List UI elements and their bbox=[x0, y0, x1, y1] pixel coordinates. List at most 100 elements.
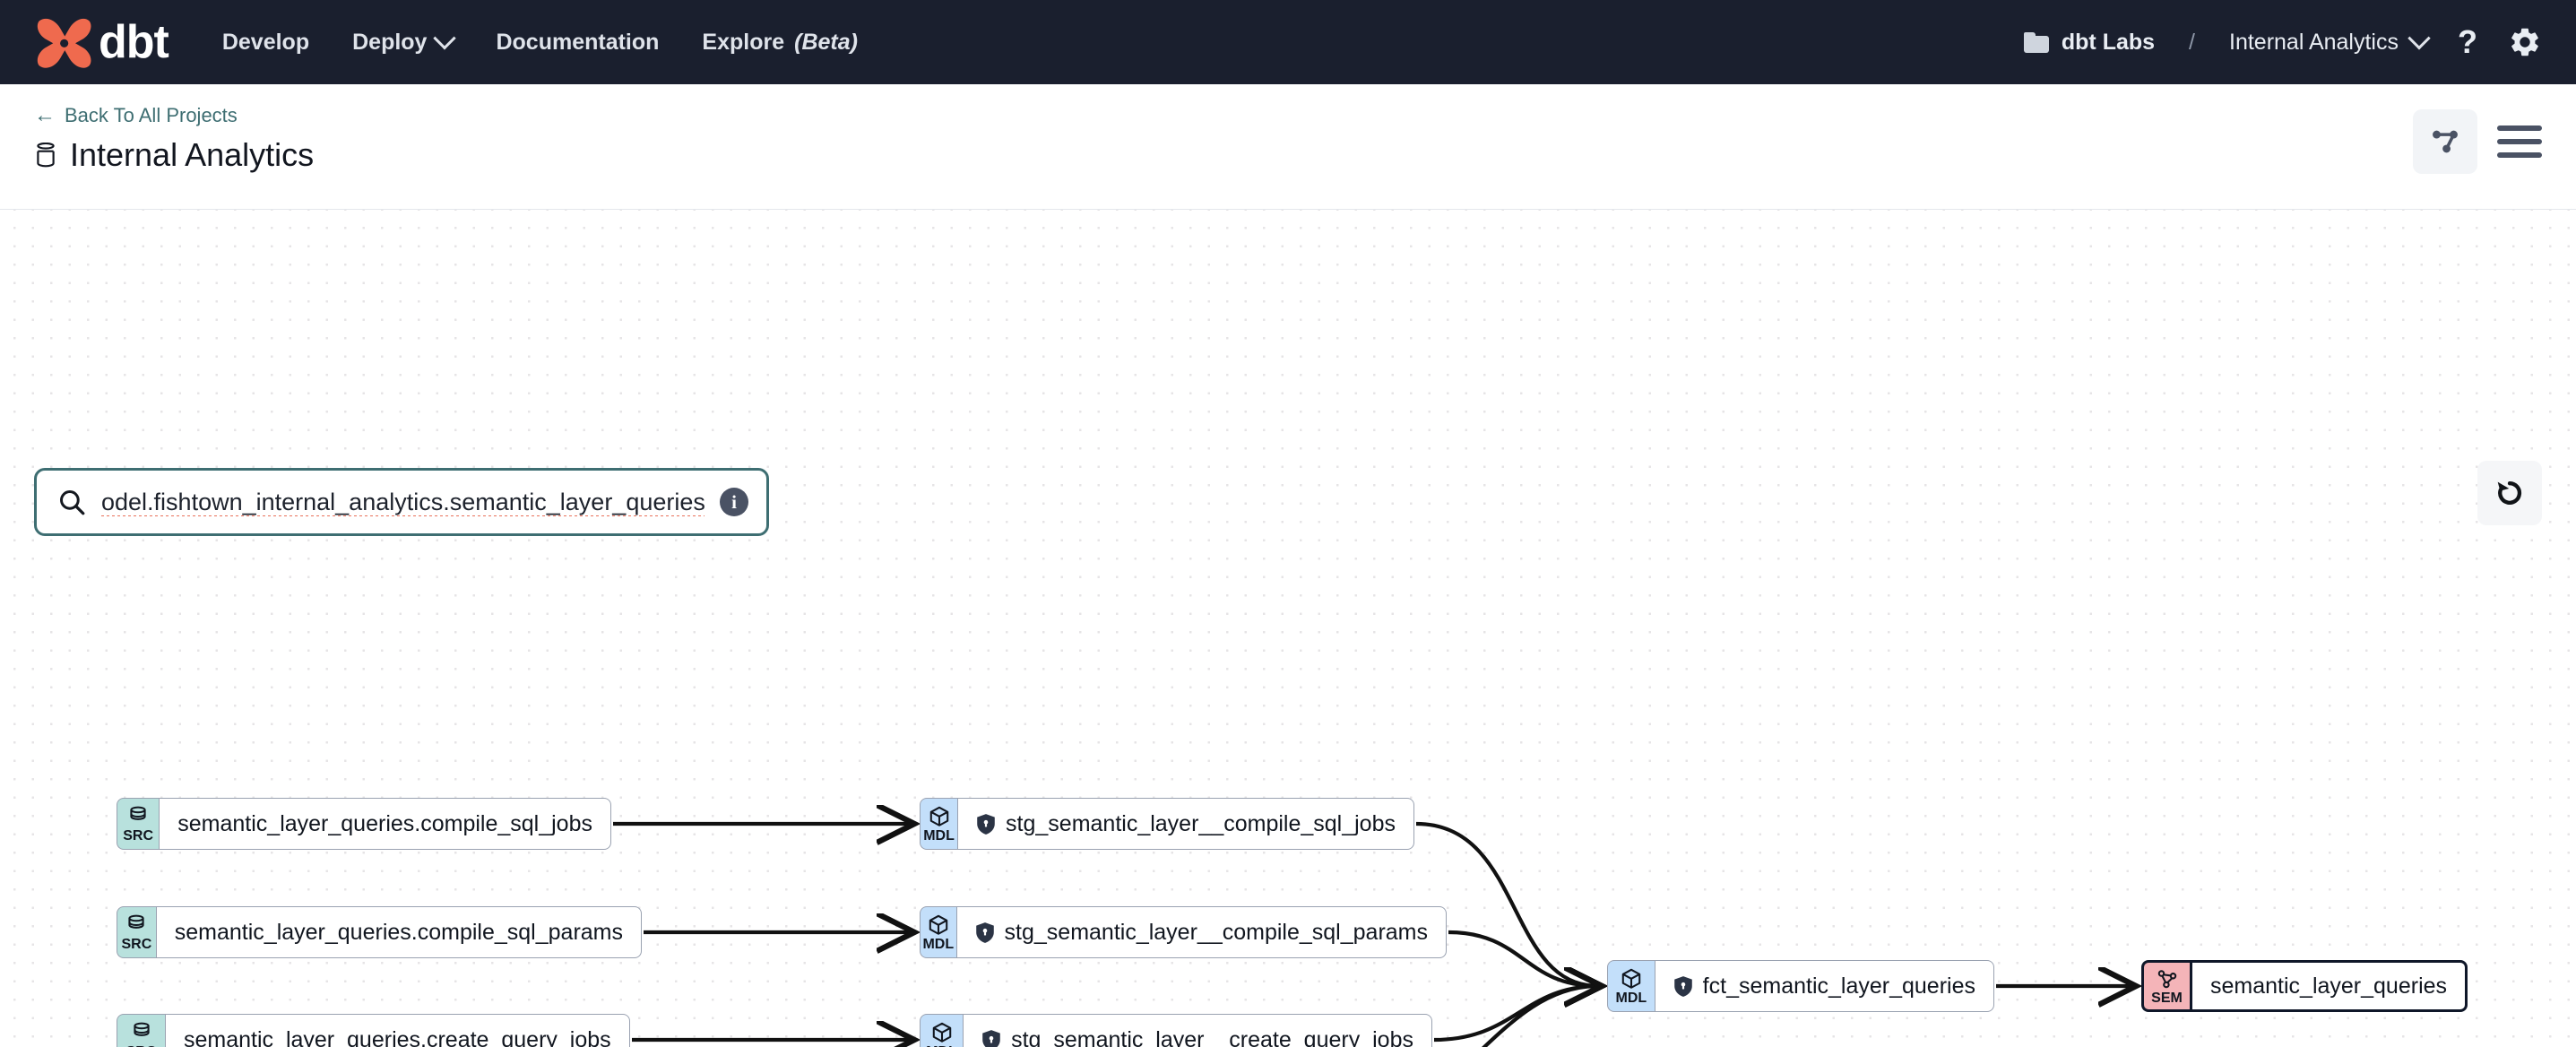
semantic-model-icon bbox=[2157, 969, 2176, 988]
node-type-label: MDL bbox=[922, 936, 955, 952]
org-name-label: dbt Labs bbox=[2061, 29, 2156, 55]
shield-lock-icon bbox=[975, 922, 994, 943]
nav-item-explore[interactable]: Explore (Beta) bbox=[702, 30, 858, 56]
project-selector[interactable]: Internal Analytics bbox=[2229, 27, 2431, 56]
nav-label-deploy: Deploy bbox=[352, 29, 428, 55]
settings-button[interactable] bbox=[2508, 25, 2542, 59]
help-button[interactable]: ? bbox=[2458, 26, 2477, 58]
node-type-badge-mdl: MDL bbox=[920, 798, 958, 850]
menu-bar-3 bbox=[2497, 152, 2542, 158]
info-icon[interactable]: i bbox=[720, 488, 748, 516]
node-type-badge-mdl: MDL bbox=[920, 1014, 964, 1047]
node-type-badge-mdl: MDL bbox=[1607, 960, 1655, 1012]
node-type-label: SRC bbox=[123, 827, 154, 844]
search-box[interactable]: odel.fishtown_internal_analytics.semanti… bbox=[34, 468, 769, 536]
nav-label-documentation: Documentation bbox=[496, 29, 660, 55]
arrow-left-icon: ← bbox=[34, 103, 56, 127]
chevron-down-icon bbox=[433, 27, 457, 50]
node-type-badge-sem: SEM bbox=[2141, 960, 2190, 1012]
node-label: semantic_layer_queries.compile_sql_param… bbox=[174, 919, 623, 945]
primary-nav: Develop Deploy Documentation Explore (Be… bbox=[222, 27, 858, 56]
search-icon bbox=[60, 490, 85, 515]
edge-mdl3-fct1 bbox=[1433, 986, 1598, 1043]
project-header-left: ← Back To All Projects Internal Analytic… bbox=[34, 104, 314, 174]
node-type-label: SRC bbox=[126, 1044, 157, 1047]
question-mark-icon: ? bbox=[2458, 23, 2477, 60]
menu-bar-2 bbox=[2497, 139, 2542, 144]
project-header-actions bbox=[2413, 104, 2542, 174]
node-body: semantic_layer_queries.compile_sql_jobs bbox=[159, 798, 611, 850]
gear-icon bbox=[2511, 28, 2538, 56]
page-title: Internal Analytics bbox=[70, 136, 315, 173]
back-to-all-projects-link[interactable]: ← Back To All Projects bbox=[34, 104, 314, 127]
lineage-view-button[interactable] bbox=[2413, 109, 2477, 174]
node-body: semantic_layer_queries.compile_sql_param… bbox=[155, 906, 642, 958]
node-label: semantic_layer_queries bbox=[2210, 973, 2448, 999]
node-label: stg_semantic_layer__compile_sql_params bbox=[1004, 919, 1428, 945]
database-icon bbox=[128, 914, 144, 929]
node-type-badge-src: SRC bbox=[117, 1014, 165, 1047]
node-label: stg_semantic_layer__compile_sql_jobs bbox=[1006, 810, 1396, 836]
project-title-row: Internal Analytics bbox=[34, 136, 314, 174]
lineage-edges bbox=[613, 210, 2576, 1047]
node-label: stg_semantic_layer__create_query_jobs bbox=[1011, 1026, 1413, 1047]
dbt-logo[interactable]: dbt bbox=[34, 15, 169, 69]
lineage-node-mdl1[interactable]: MDL stg_semantic_layer__compile_sql_jobs bbox=[920, 798, 1414, 850]
node-label: semantic_layer_queries.create_query_jobs bbox=[184, 1026, 611, 1047]
dbt-mark-icon bbox=[37, 18, 91, 68]
node-body: fct_semantic_layer_queries bbox=[1654, 960, 1994, 1012]
reset-view-button[interactable] bbox=[2477, 461, 2542, 525]
breadcrumb-separator: / bbox=[2189, 29, 2195, 55]
nav-label-explore: Explore bbox=[702, 29, 785, 55]
lineage-node-src2[interactable]: SRC semantic_layer_queries.compile_sql_p… bbox=[117, 906, 642, 958]
cube-icon bbox=[932, 1022, 951, 1043]
back-link-label: Back To All Projects bbox=[65, 104, 238, 126]
edge-mdl2-fct1 bbox=[1448, 930, 1598, 986]
node-label: semantic_layer_queries.compile_sql_jobs bbox=[177, 810, 592, 836]
edge-mdl4-fct1 bbox=[1482, 986, 1598, 1047]
search-container: odel.fishtown_internal_analytics.semanti… bbox=[34, 468, 769, 536]
node-body: stg_semantic_layer__compile_sql_jobs bbox=[957, 798, 1414, 850]
folder-icon bbox=[2023, 31, 2049, 53]
cube-icon bbox=[929, 806, 948, 826]
node-type-badge-src: SRC bbox=[117, 906, 156, 958]
node-body: semantic_layer_queries bbox=[2190, 960, 2468, 1012]
edge-mdl1-fct1 bbox=[1415, 821, 1598, 986]
menu-bar-1 bbox=[2497, 125, 2542, 131]
node-type-label: MDL bbox=[923, 827, 955, 844]
shield-lock-icon bbox=[982, 1029, 1000, 1047]
org-breadcrumb[interactable]: dbt Labs bbox=[2023, 29, 2156, 56]
reset-rotate-icon bbox=[2497, 480, 2522, 505]
lineage-node-src3[interactable]: SRC semantic_layer_queries.create_query_… bbox=[117, 1014, 630, 1047]
lineage-node-mdl2[interactable]: MDL stg_semantic_layer__compile_sql_para… bbox=[920, 906, 1447, 958]
lineage-canvas[interactable]: odel.fishtown_internal_analytics.semanti… bbox=[0, 210, 2576, 1047]
database-icon bbox=[37, 143, 55, 168]
cube-icon bbox=[1621, 968, 1641, 989]
database-icon bbox=[130, 806, 146, 820]
database-icon bbox=[133, 1022, 150, 1036]
search-input[interactable]: odel.fishtown_internal_analytics.semanti… bbox=[101, 488, 705, 515]
project-header: ← Back To All Projects Internal Analytic… bbox=[0, 84, 2576, 210]
share-nodes-icon bbox=[2433, 130, 2458, 153]
nav-label-develop: Develop bbox=[221, 29, 310, 55]
node-type-badge-mdl: MDL bbox=[920, 906, 956, 958]
nav-item-deploy[interactable]: Deploy bbox=[352, 27, 457, 56]
lineage-node-mdl3[interactable]: MDL stg_semantic_layer__create_query_job… bbox=[920, 1014, 1432, 1047]
node-type-badge-src: SRC bbox=[117, 798, 160, 850]
nav-item-documentation[interactable]: Documentation bbox=[496, 30, 659, 56]
node-body: semantic_layer_queries.create_query_jobs bbox=[165, 1014, 630, 1047]
nav-item-develop[interactable]: Develop bbox=[222, 30, 309, 56]
cube-icon bbox=[929, 914, 948, 935]
lineage-node-src1[interactable]: SRC semantic_layer_queries.compile_sql_j… bbox=[117, 798, 611, 850]
nav-right-group: dbt Labs / Internal Analytics ? bbox=[2023, 25, 2542, 59]
node-body: stg_semantic_layer__create_query_jobs bbox=[963, 1014, 1432, 1047]
brand-wordmark: dbt bbox=[99, 16, 169, 68]
node-type-label: SEM bbox=[2151, 990, 2183, 1006]
menu-button[interactable] bbox=[2497, 109, 2542, 174]
shield-lock-icon bbox=[977, 813, 995, 835]
node-type-label: SRC bbox=[121, 936, 152, 952]
lineage-node-fct1[interactable]: MDL fct_semantic_layer_queries bbox=[1607, 960, 1994, 1012]
lineage-node-sem1[interactable]: SEM semantic_layer_queries bbox=[2141, 960, 2470, 1012]
node-type-label: MDL bbox=[1615, 990, 1647, 1006]
nav-label-explore-beta: (Beta) bbox=[794, 29, 858, 55]
